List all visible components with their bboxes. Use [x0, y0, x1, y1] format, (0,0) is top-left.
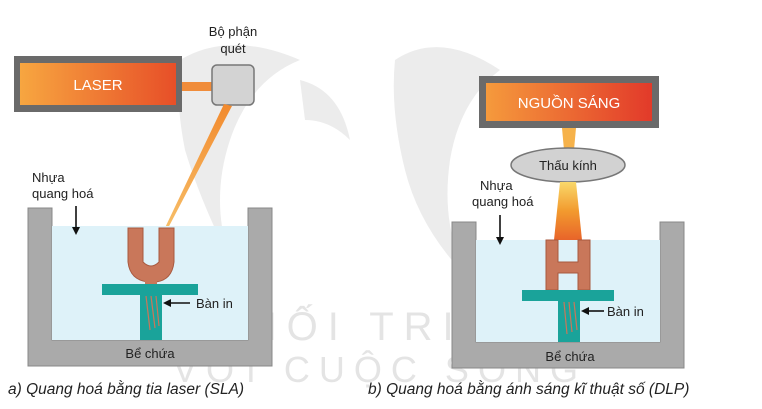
platform-a-label: Bàn in	[196, 296, 233, 311]
platform-b-label: Bàn in	[607, 304, 644, 319]
platform-a-top	[102, 284, 198, 295]
resin-b-arrowhead	[496, 237, 504, 245]
laser-label: LASER	[73, 77, 122, 94]
laser-beam-horizontal	[182, 82, 214, 91]
resin-b-label-line1: Nhựa	[480, 178, 513, 193]
resin-a-label-line2: quang hoá	[32, 186, 94, 201]
laser-emitter	[20, 63, 176, 105]
resin-b-label-line2: quang hoá	[472, 194, 534, 209]
laser-beam-diagonal	[163, 104, 232, 232]
resin-a-arrowhead	[72, 227, 80, 235]
platform-b-arrowhead	[581, 307, 589, 315]
scanner-box	[211, 64, 255, 106]
caption-b: b) Quang hoá bằng ánh sáng kĩ thuật số (…	[368, 381, 690, 398]
dlp-beam-lower	[554, 182, 582, 240]
platform-b-marks	[563, 301, 578, 335]
panel-a: LASER Bộ phận quét Bàn in Nhựa quang hoá	[14, 24, 273, 367]
platform-a-marks	[145, 295, 160, 331]
resin-a-label-line1: Nhựa	[32, 170, 65, 185]
print-a-stem	[145, 280, 157, 284]
dlp-beam-upper	[562, 128, 576, 150]
vat-a-label: Bể chứa	[125, 346, 175, 361]
caption-a: a) Quang hoá bằng tia laser (SLA)	[8, 381, 245, 398]
platform-b-top	[522, 290, 614, 301]
platform-a-arrowhead	[163, 299, 171, 307]
watermark-logo	[178, 45, 500, 281]
lens-label: Thấu kính	[539, 158, 597, 173]
light-source-emitter	[486, 83, 652, 121]
vat-b-label: Bể chứa	[545, 349, 595, 364]
light-source-label: NGUỒN SÁNG	[518, 94, 621, 112]
print-a-u-shape	[127, 227, 175, 283]
scanner-label-line1: Bộ phận	[209, 24, 257, 39]
panel-b: NGUỒN SÁNG Thấu kính Bàn in Nhựa quang h…	[451, 76, 685, 369]
scanner-label-line2: quét	[220, 41, 246, 56]
